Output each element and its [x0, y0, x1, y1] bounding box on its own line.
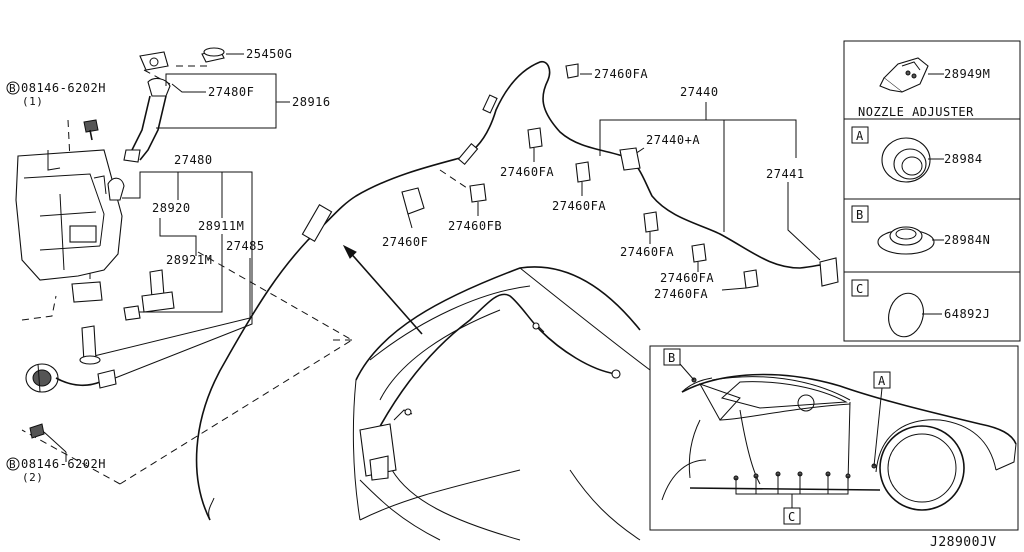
hose-clip-f	[401, 187, 425, 229]
label-bolt-top-qty: (1)	[22, 95, 43, 108]
bolt-bottom-badge: B	[9, 458, 16, 471]
label-bolt-top: 08146-6202H	[21, 81, 106, 95]
label-28911m: 28911M	[198, 219, 244, 233]
car-a-badge-box	[873, 371, 891, 389]
reference-arrow	[342, 244, 423, 335]
label-bolt-bottom: 08146-6202H	[21, 457, 106, 471]
washer-tank	[15, 149, 125, 303]
label-28920: 28920	[152, 201, 191, 215]
nozzle-adjuster-caption: NOZZLE ADJUSTER	[858, 105, 974, 119]
label-27460fa-b: 27460FA	[552, 199, 606, 213]
car-c-badge: C	[788, 510, 796, 524]
leader-27440	[599, 119, 797, 158]
label-27460fa-a: 27460FA	[500, 165, 554, 179]
hose-clip-c	[643, 211, 659, 244]
label-27440: 27440	[680, 85, 719, 99]
hose-clip-e	[721, 269, 759, 291]
bolt-bottom-badge-circle	[6, 457, 20, 471]
car-side-view	[649, 345, 1019, 531]
bolt-top-badge-circle	[6, 81, 20, 95]
seal-64892j-part	[888, 292, 942, 338]
label-27480f: 27480F	[208, 85, 254, 99]
nozzle-adjuster-part	[879, 57, 944, 93]
label-28984: 28984	[944, 152, 983, 166]
car-a-badge: A	[878, 374, 886, 388]
label-27485: 27485	[226, 239, 265, 253]
hose-clip-a	[527, 127, 543, 162]
washer-hose	[195, 60, 833, 521]
leader-28916	[156, 73, 277, 129]
washer-pump	[79, 269, 175, 365]
car-b-badge-box	[663, 348, 681, 366]
cap-25450g-part	[201, 47, 244, 63]
label-27460fa-c: 27460FA	[620, 245, 674, 259]
label-28949m: 28949M	[944, 67, 990, 81]
inset-panel	[843, 40, 1021, 342]
hose-clip-d	[691, 243, 707, 272]
diagram-code: J28900JV	[930, 535, 997, 550]
bolt-bottom-part	[29, 423, 67, 462]
inset-b-badge: B	[856, 208, 864, 222]
inset-c-badge: C	[856, 282, 864, 296]
label-27460fb: 27460FB	[448, 219, 502, 233]
label-bolt-bottom-qty: (2)	[22, 471, 43, 484]
leader-27480	[109, 171, 253, 381]
label-28984n: 28984N	[944, 233, 990, 247]
inset-b-badge-box	[851, 205, 869, 223]
grommet-28984n-part	[877, 226, 944, 255]
label-27440a: 27440+A	[646, 133, 700, 147]
connector-27440a	[619, 147, 641, 171]
car-b-badge: B	[668, 351, 676, 365]
inset-c-badge-box	[851, 279, 869, 297]
label-27441: 27441	[766, 167, 805, 181]
hood-view	[352, 266, 651, 541]
label-28921m: 28921M	[166, 253, 212, 267]
hose-clip-b	[575, 161, 591, 196]
bolt-top-part	[83, 119, 99, 141]
filler-neck	[123, 51, 171, 163]
label-27460fa-d: 27460FA	[660, 271, 714, 285]
label-28916: 28916	[292, 95, 331, 109]
inset-a-badge-box	[851, 126, 869, 144]
hose-clip-top	[565, 63, 592, 79]
inset-a-badge: A	[856, 129, 864, 143]
grommet-28984-part	[881, 137, 944, 183]
label-27460fa-e: 27460FA	[654, 287, 708, 301]
label-25450g: 25450G	[246, 47, 292, 61]
washer-motor	[25, 363, 117, 393]
label-27460f: 27460F	[382, 235, 428, 249]
car-c-badge-box	[783, 507, 801, 525]
leader-27480f	[171, 83, 206, 93]
label-64892j: 64892J	[944, 307, 990, 321]
nozzle-27441	[819, 257, 839, 287]
label-27460fa-top: 27460FA	[594, 67, 648, 81]
hose-clip-fb	[469, 183, 487, 216]
label-27480: 27480	[174, 153, 213, 167]
bolt-top-badge: B	[9, 82, 16, 95]
